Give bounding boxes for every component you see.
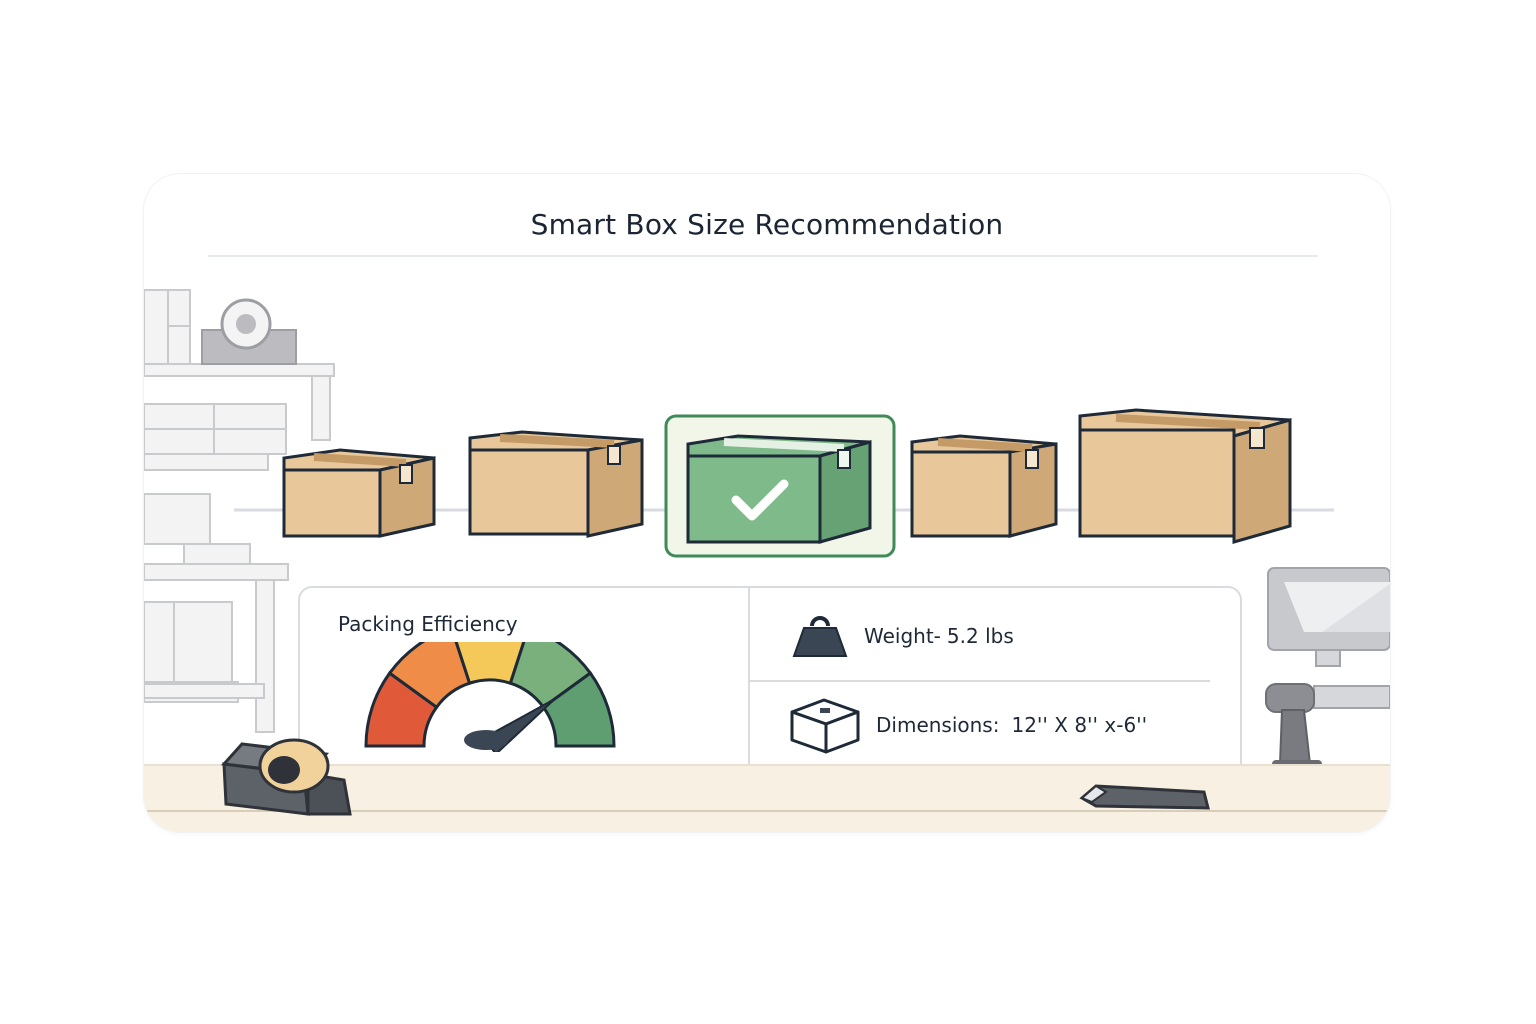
info-panel: Packing Efficiency Weight- 5.2 lbs Dimen… xyxy=(298,586,1242,788)
packing-efficiency-label: Packing Efficiency xyxy=(338,612,518,636)
dimensions-label: Dimensions: xyxy=(876,713,1000,737)
box-option-4[interactable] xyxy=(910,434,1058,538)
efficiency-gauge xyxy=(364,642,616,752)
title-divider xyxy=(208,255,1318,257)
weight-label: Weight- xyxy=(864,624,941,648)
panel-divider xyxy=(748,680,1210,682)
weight-value: 5.2 lbs xyxy=(946,624,1014,648)
barcode-scanner-icon xyxy=(1265,683,1322,772)
box-option-2[interactable] xyxy=(468,430,644,538)
dimensions-value: 12'' X 8'' x-6'' xyxy=(1011,713,1148,737)
gauge-hub xyxy=(464,730,508,750)
recommendation-card: Smart Box Size Recommendation xyxy=(144,174,1390,832)
box-option-1[interactable] xyxy=(282,448,436,538)
box-option-5[interactable] xyxy=(1078,408,1292,544)
gauge-segment xyxy=(541,671,616,748)
warehouse-scene xyxy=(144,289,1390,772)
checkmark-icon xyxy=(731,479,789,521)
page-title: Smart Box Size Recommendation xyxy=(530,208,1004,241)
box-option-3[interactable] xyxy=(686,434,872,544)
dimensions-row: Dimensions: 12'' X 8'' x-6'' xyxy=(788,696,1147,754)
monitor-icon xyxy=(1267,567,1390,709)
tape-roll-shelf xyxy=(201,298,297,365)
weight-icon xyxy=(792,616,848,657)
box-cutter-icon[interactable] xyxy=(1079,784,1210,810)
panel-divider xyxy=(748,588,750,788)
gauge-segment xyxy=(387,642,472,710)
counter-edge xyxy=(144,810,1390,812)
gauge-segment xyxy=(454,642,526,686)
box-dimensions-icon xyxy=(790,698,860,754)
shelving-unit xyxy=(144,289,335,733)
weight-row: Weight- 5.2 lbs xyxy=(790,612,1014,660)
